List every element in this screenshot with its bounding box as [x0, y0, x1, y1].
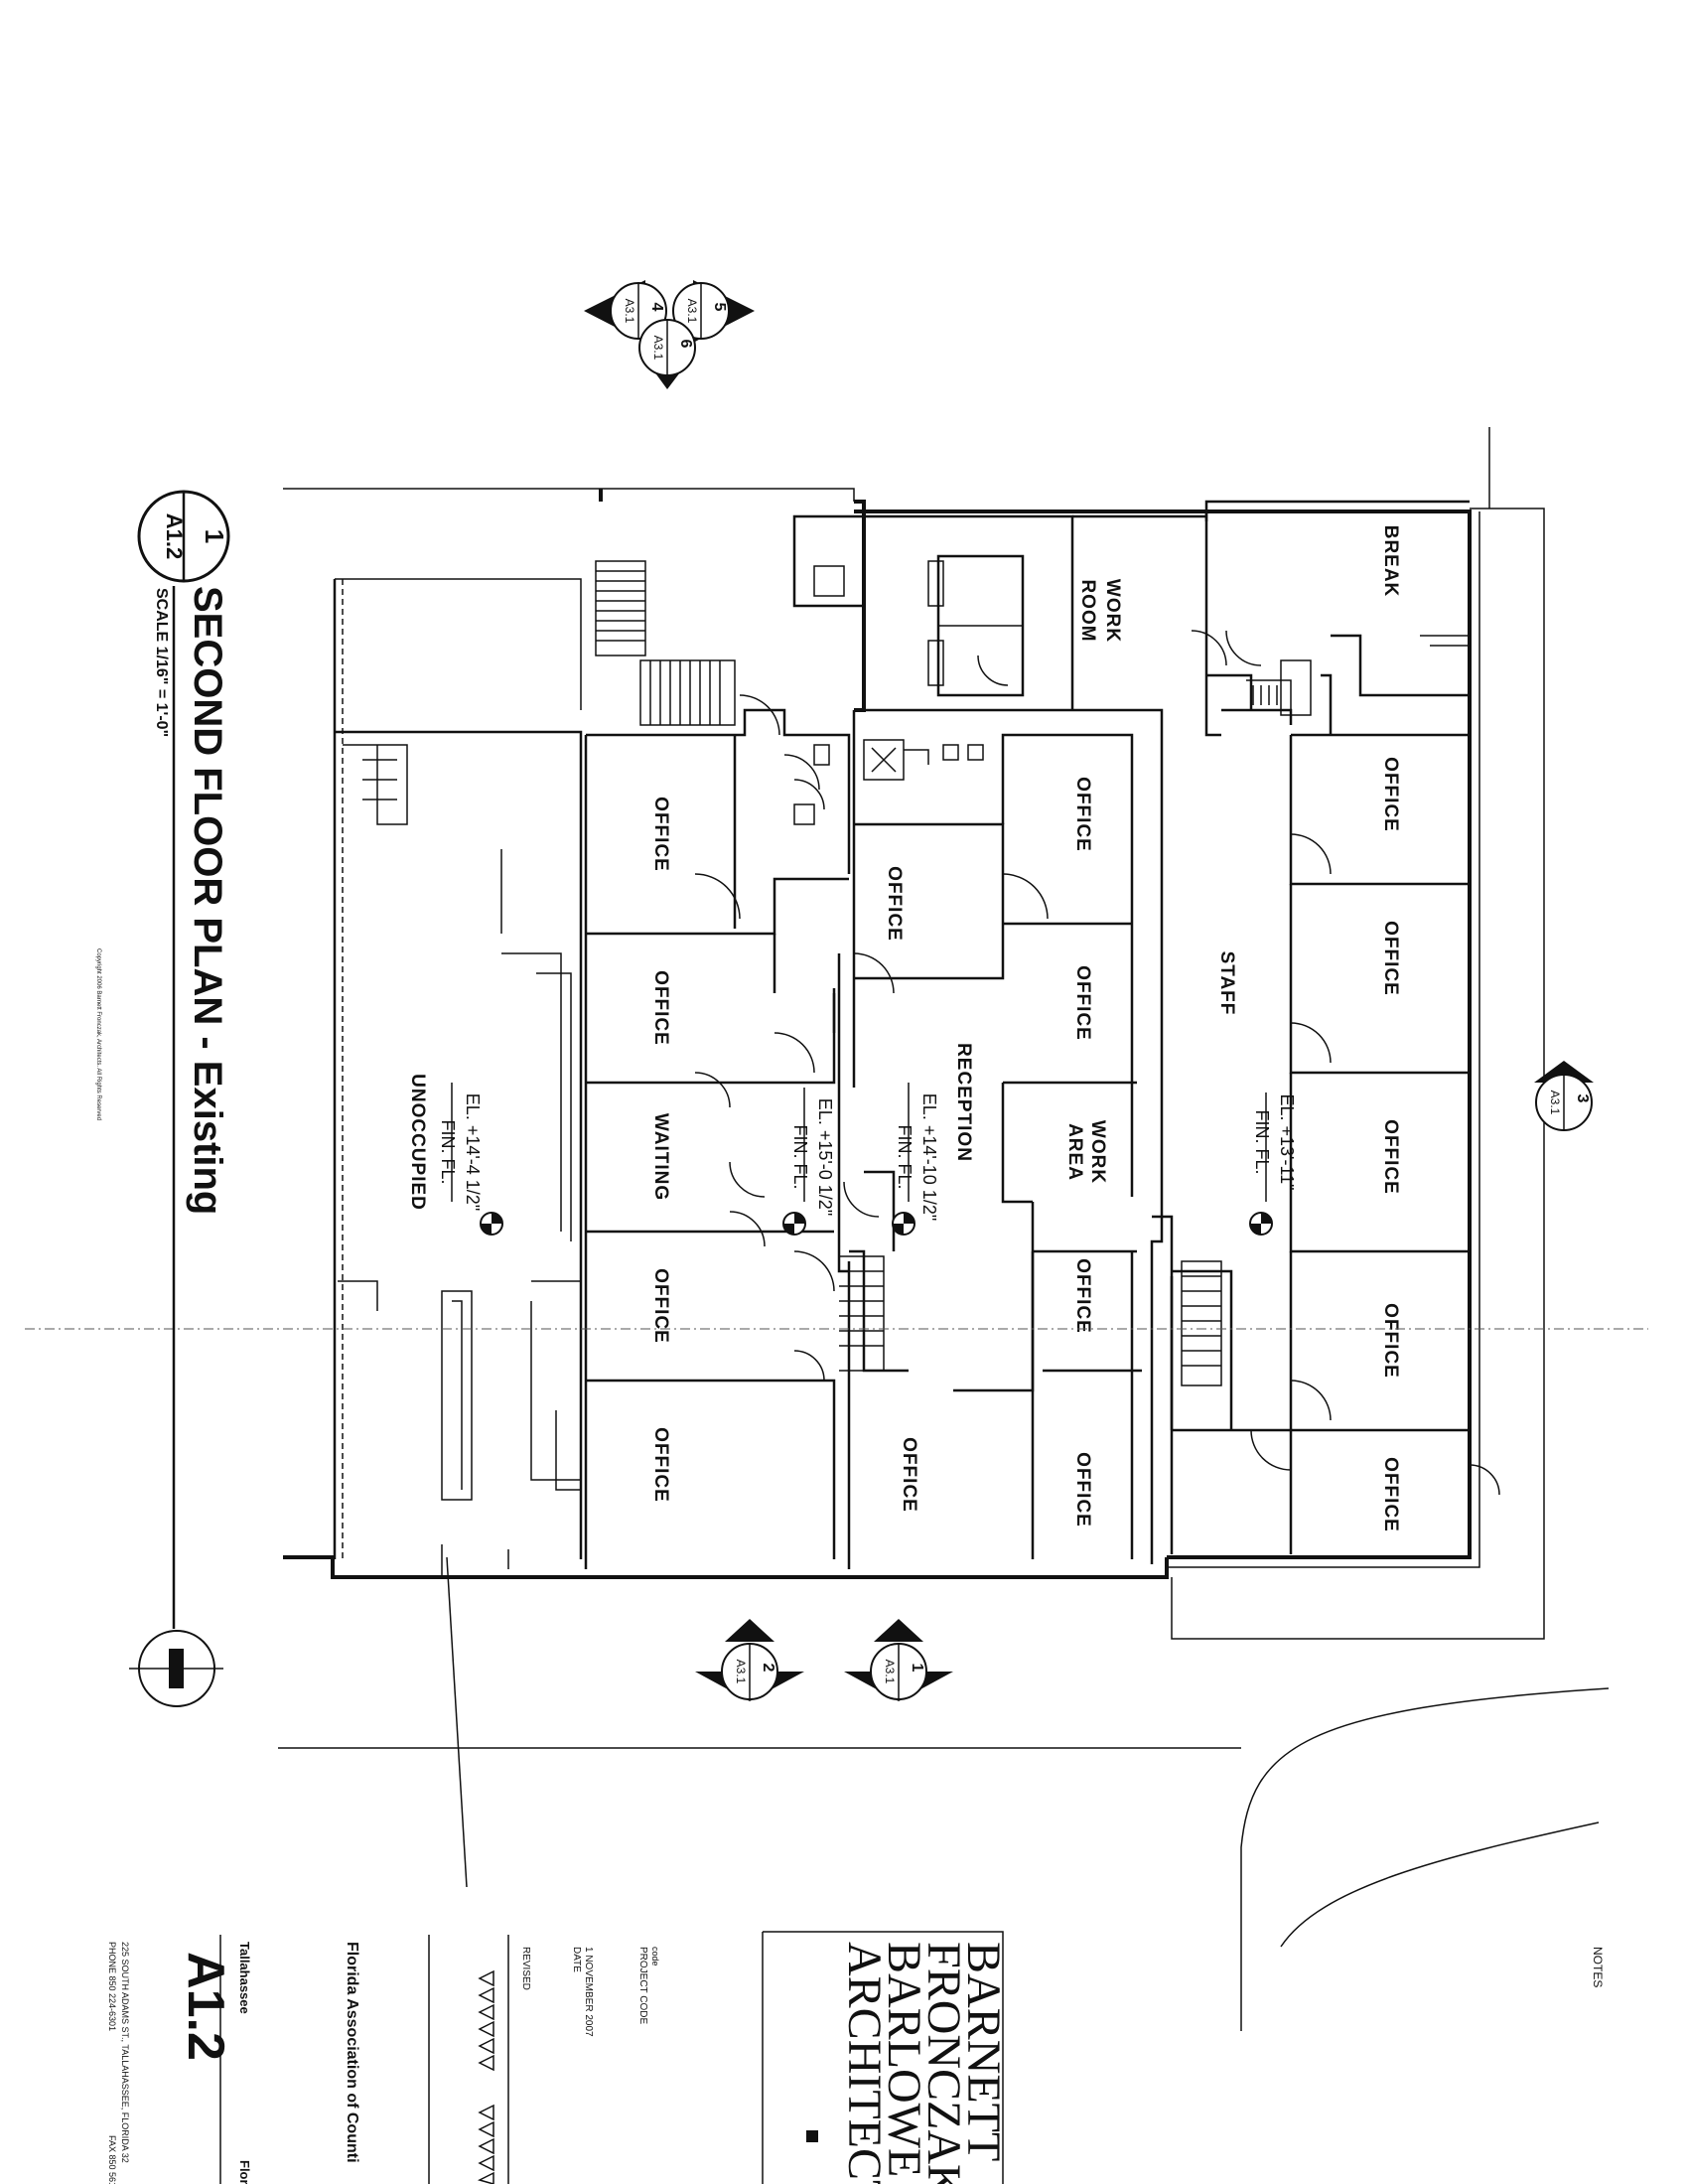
date-label: DATE — [571, 1947, 582, 1972]
elev-2-fin: FIN. FL. — [895, 1124, 914, 1189]
drawing-title-block: 1 A1.2 SECOND FLOOR PLAN - Existing SCAL… — [95, 490, 230, 1629]
room-label-reception: RECEPTION — [953, 1043, 974, 1162]
room-labels: BREAK WORK ROOM OFFICE OFFICE OFFICE OFF… — [407, 525, 1401, 1532]
code-label: code — [650, 1947, 660, 1966]
room-label-office-e1: OFFICE — [1380, 757, 1401, 832]
section-markers-sheet: A3.1 — [734, 1660, 748, 1684]
section-marker-group-top: 4 A3.1 5 A3.1 6 A3.1 — [584, 280, 755, 389]
door-swings — [694, 630, 1500, 1496]
section-markers-m2: 2 — [760, 1664, 776, 1673]
room-label-staff: STAFF — [1216, 951, 1237, 1016]
room-label-work-room-2: ROOM — [1077, 579, 1098, 642]
elev-1-fin: FIN. FL. — [1252, 1109, 1272, 1174]
phone-line: PHONE 850 224-6301 — [107, 1942, 117, 2031]
section-markers-m3: 3 — [1574, 1094, 1591, 1103]
section-marker-1: 1 A3.1 — [844, 1619, 953, 1701]
marker-4-sheet: A3.1 — [623, 299, 636, 324]
section-marker-2: 2 A3.1 — [695, 1619, 804, 1701]
sheet-number: A1.2 — [177, 1952, 234, 2061]
marker-4-number: 4 — [648, 303, 665, 312]
address-line: 225 SOUTH ADAMS ST., TALLAHASSEE, FLORID… — [120, 1942, 130, 2163]
room-label-office-w4: OFFICE — [650, 1427, 671, 1503]
sheet-title-block: NOTES BARNETT FRONCZAK BARLOWE ARCHITECT… — [107, 1931, 1605, 2184]
room-label-office-c3: OFFICE — [1072, 1258, 1093, 1334]
room-label-waiting: WAITING — [650, 1113, 671, 1201]
section-markers-sheet: A3.1 — [1548, 1091, 1562, 1115]
firm-name-3: BARLOWE — [878, 1942, 930, 2177]
room-label-office-c1: OFFICE — [1072, 777, 1093, 852]
elev-1-el: EL. +13'-11" — [1277, 1093, 1297, 1190]
section-marker-3: 3 A3.1 — [1534, 1061, 1594, 1131]
firm-name-1: BARNETT — [957, 1942, 1010, 2161]
notes-label: NOTES — [1591, 1947, 1605, 1987]
room-label-office-c5: OFFICE — [884, 866, 905, 942]
marker-5-sheet: A3.1 — [685, 299, 699, 324]
service-block — [792, 514, 1206, 825]
client-name: Florida Association of Counti — [344, 1942, 360, 2163]
marker-5-number: 5 — [711, 303, 728, 312]
detail-number: 1 — [200, 529, 229, 543]
room-label-office-w3: OFFICE — [650, 1268, 671, 1344]
section-markers-m1: 1 — [909, 1664, 925, 1673]
exterior-walls — [278, 427, 1610, 2031]
section-markers-sheet: A3.1 — [883, 1660, 897, 1684]
room-label-office-e5: OFFICE — [1380, 1457, 1401, 1532]
city-label: Tallahassee — [237, 1942, 252, 2014]
room-label-office-c2: OFFICE — [1072, 965, 1093, 1041]
drawing-scale: SCALE 1/16" = 1'-0" — [153, 588, 170, 737]
detail-sheet: A1.2 — [162, 513, 187, 559]
project-code-label: PROJECT CODE — [637, 1947, 648, 2024]
copyright-note: Copyright 2006 Barnett Fronczak, Archite… — [95, 948, 101, 1120]
room-label-office-w1: OFFICE — [650, 797, 671, 872]
west-wing-walls — [333, 578, 583, 1579]
marker-6-number: 6 — [677, 340, 694, 349]
room-label-work-area-2: AREA — [1064, 1123, 1085, 1181]
fax-line: FAX 850 561-6 — [107, 2135, 117, 2184]
room-label-office-e4: OFFICE — [1380, 1303, 1401, 1379]
firm-name-4: ARCHITECTS — [838, 1942, 891, 2184]
room-label-office-e3: OFFICE — [1380, 1119, 1401, 1195]
revised-label: REVISED — [520, 1947, 531, 1990]
revision-triangles — [477, 1969, 494, 2184]
north-arrow — [129, 1630, 223, 1707]
drawing-title: SECOND FLOOR PLAN - Existing — [186, 586, 229, 1215]
stair-center — [839, 659, 1312, 1372]
date-value: 1 NOVEMBER 2007 — [583, 1947, 594, 2037]
room-label-office-w2: OFFICE — [650, 970, 671, 1046]
room-label-unoccupied: UNOCCUPIED — [407, 1074, 428, 1211]
elev-3-fin: FIN. FL. — [790, 1124, 810, 1189]
east-wing-walls — [1170, 500, 1470, 1554]
room-label-office-c6: OFFICE — [899, 1437, 919, 1513]
elev-2-el: EL. +14'-10 1/2" — [919, 1093, 939, 1221]
room-label-office-c4: OFFICE — [1072, 1452, 1093, 1528]
room-label-work-room-1: WORK — [1102, 579, 1123, 643]
elev-4-fin: FIN. FL. — [438, 1119, 458, 1184]
elev-4-el: EL. +14'-4 1/2" — [463, 1093, 483, 1211]
room-label-office-e2: OFFICE — [1380, 921, 1401, 996]
state-label: Flori — [237, 2160, 252, 2184]
floor-plan: BREAK WORK ROOM OFFICE OFFICE OFFICE OFF… — [278, 427, 1610, 2031]
room-label-break: BREAK — [1380, 525, 1401, 598]
elev-3-el: EL. +15'-0 1/2" — [815, 1098, 835, 1216]
stair-northwest — [595, 560, 736, 726]
marker-6-sheet: A3.1 — [651, 336, 665, 361]
elevation-notes: EL. +13'-11" FIN. FL. EL. +14'-10 1/2" F… — [438, 1083, 1297, 1236]
firm-name-2: FRONCZAK — [917, 1942, 970, 2184]
room-label-work-area-1: WORK — [1087, 1120, 1108, 1184]
